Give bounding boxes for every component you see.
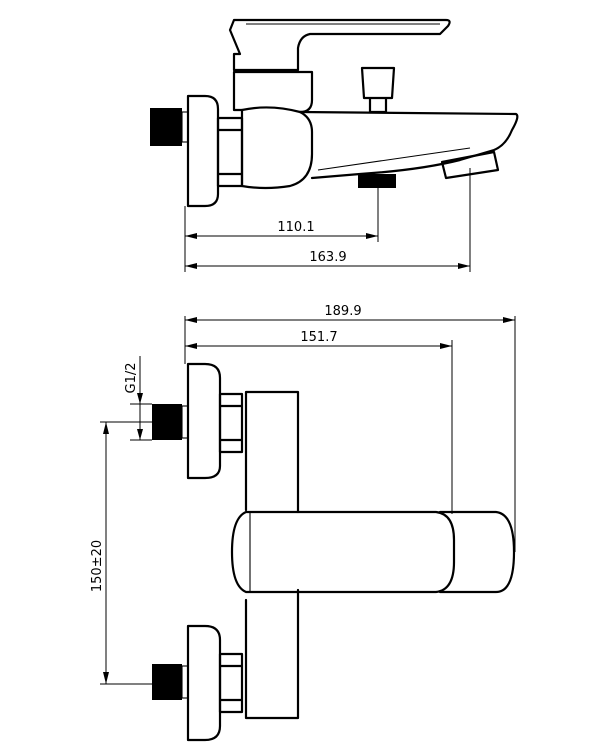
front-upper-thread	[152, 404, 182, 440]
front-faucet-body	[244, 390, 300, 720]
side-hex-nut	[216, 116, 244, 188]
side-cartridge-housing	[232, 70, 314, 114]
dim-150-pm-20: 150±20	[90, 540, 105, 592]
side-wall-flange	[186, 94, 220, 208]
dim-110-1: 110.1	[277, 220, 314, 235]
front-lever-end	[438, 510, 516, 594]
side-spout-aerator	[440, 150, 500, 180]
dim-189-9: 189.9	[324, 304, 361, 319]
side-lever-handle	[228, 18, 451, 72]
front-view-dimensions: 189.9 151.7 G1/2 150±20	[90, 304, 516, 685]
side-bath-spout	[298, 110, 519, 180]
front-lower-thread	[152, 664, 182, 700]
front-lower-nut	[218, 652, 244, 714]
dim-g1-2: G1/2	[124, 363, 139, 394]
front-lower-flange	[186, 624, 222, 742]
side-view	[150, 18, 519, 208]
dim-151-7: 151.7	[300, 330, 337, 345]
side-diverter-knob	[360, 66, 396, 114]
dim-163-9: 163.9	[309, 250, 346, 265]
side-faucet-body	[240, 106, 314, 190]
front-upper-nut	[218, 392, 244, 454]
front-spout-body	[230, 510, 456, 594]
side-shower-outlet-thread	[358, 174, 396, 188]
front-view	[152, 362, 516, 742]
front-upper-flange	[186, 362, 222, 480]
side-thread-nipple	[150, 108, 182, 146]
side-view-dimensions: 110.1 163.9	[184, 168, 471, 272]
